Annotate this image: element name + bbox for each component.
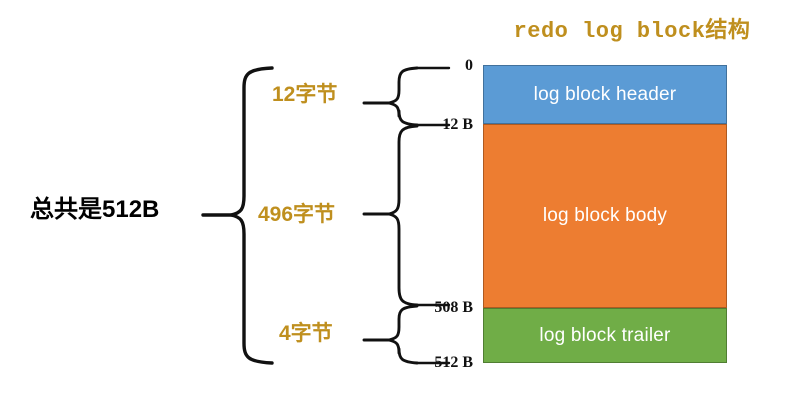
brace-segment-trailer <box>387 304 419 365</box>
page-title: redo log block结构 <box>513 19 751 44</box>
offset-label-0: 0 <box>465 57 473 74</box>
offset-label-12: 12 B <box>442 116 473 133</box>
offset-label-508: 508 B <box>434 299 473 316</box>
segment-size-label-trailer: 4字节 <box>279 322 333 345</box>
total-size-label: 总共是512B <box>30 196 160 223</box>
block-label-trailer: log block trailer <box>539 324 671 346</box>
block-log-block-header: log block header <box>483 65 727 124</box>
segment-size-label-body: 496字节 <box>258 203 336 226</box>
brace-segment-header <box>387 66 419 127</box>
segment-size-label-header: 12字节 <box>272 83 338 106</box>
block-log-block-trailer: log block trailer <box>483 308 727 363</box>
offset-label-512: 512 B <box>434 354 473 371</box>
block-label-body: log block body <box>542 205 668 226</box>
brace-segment-body <box>387 124 419 307</box>
block-log-block-body: log block body <box>483 124 727 308</box>
block-label-header: log block header <box>533 83 677 105</box>
